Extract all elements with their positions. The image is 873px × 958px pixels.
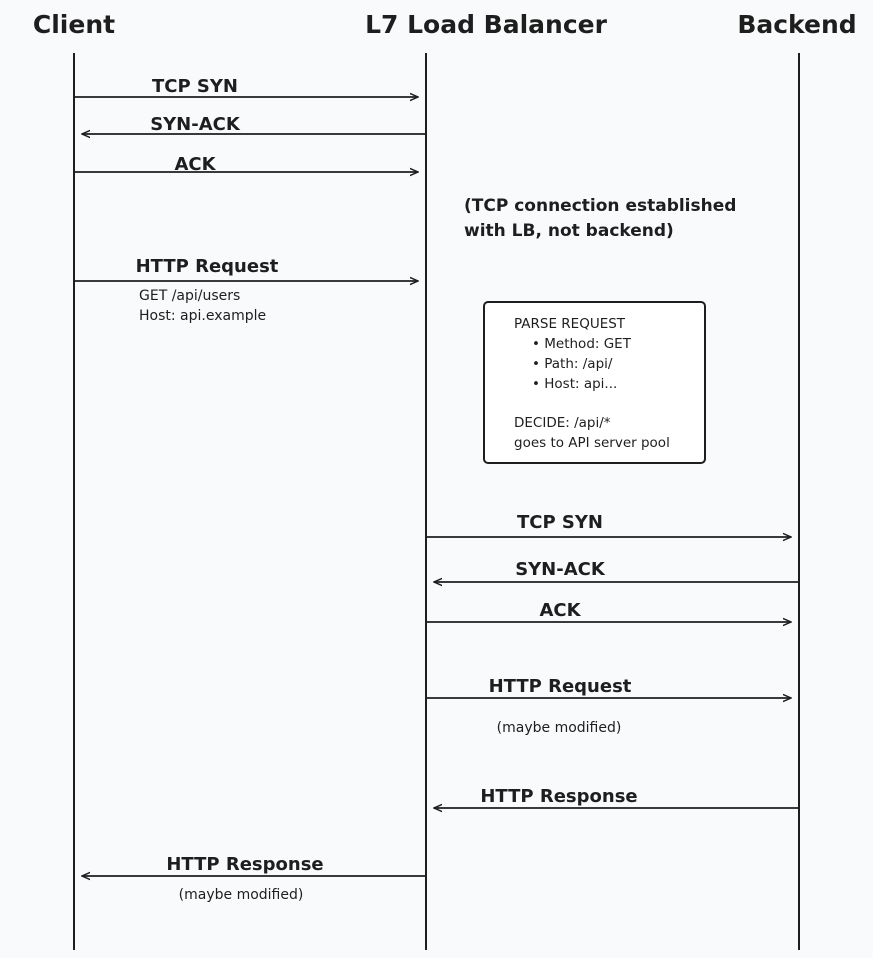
msg-backend-http-request-label: HTTP Request [489,676,632,697]
msg-client-syn-ack-label: SYN-ACK [150,114,241,135]
msg-client-http-response-label: HTTP Response [166,854,323,875]
msg-backend-tcp-syn-label: TCP SYN [517,512,603,533]
client-response-note: (maybe modified) [179,887,304,903]
msg-backend-syn-ack-label: SYN-ACK [515,559,606,580]
tcp-established-note-line1: (TCP connection established [464,196,736,216]
parse-item-method: • Method: GET [532,336,632,352]
decide-line1: DECIDE: /api/* [514,415,611,431]
parse-item-host: • Host: api... [532,376,617,392]
msg-client-http-request-label: HTTP Request [136,256,279,277]
msg-backend-http-response-label: HTTP Response [480,786,637,807]
msg-client-tcp-syn-label: TCP SYN [152,76,238,97]
tcp-established-note-line2: with LB, not backend) [464,221,674,241]
participant-client-label: Client [33,10,115,39]
participant-backend-label: Backend [737,10,856,39]
msg-client-ack-label: ACK [174,154,216,175]
request-detail-line2: Host: api.example [139,308,266,324]
backend-request-note: (maybe modified) [497,720,622,736]
parse-item-path: • Path: /api/ [532,356,613,372]
decide-line2: goes to API server pool [514,435,670,451]
msg-backend-ack-label: ACK [539,600,581,621]
parse-request-title: PARSE REQUEST [514,316,626,332]
parse-request-box: PARSE REQUEST • Method: GET • Path: /api… [483,301,706,464]
participant-lb-label: L7 Load Balancer [365,10,608,39]
request-detail-line1: GET /api/users [139,288,240,304]
